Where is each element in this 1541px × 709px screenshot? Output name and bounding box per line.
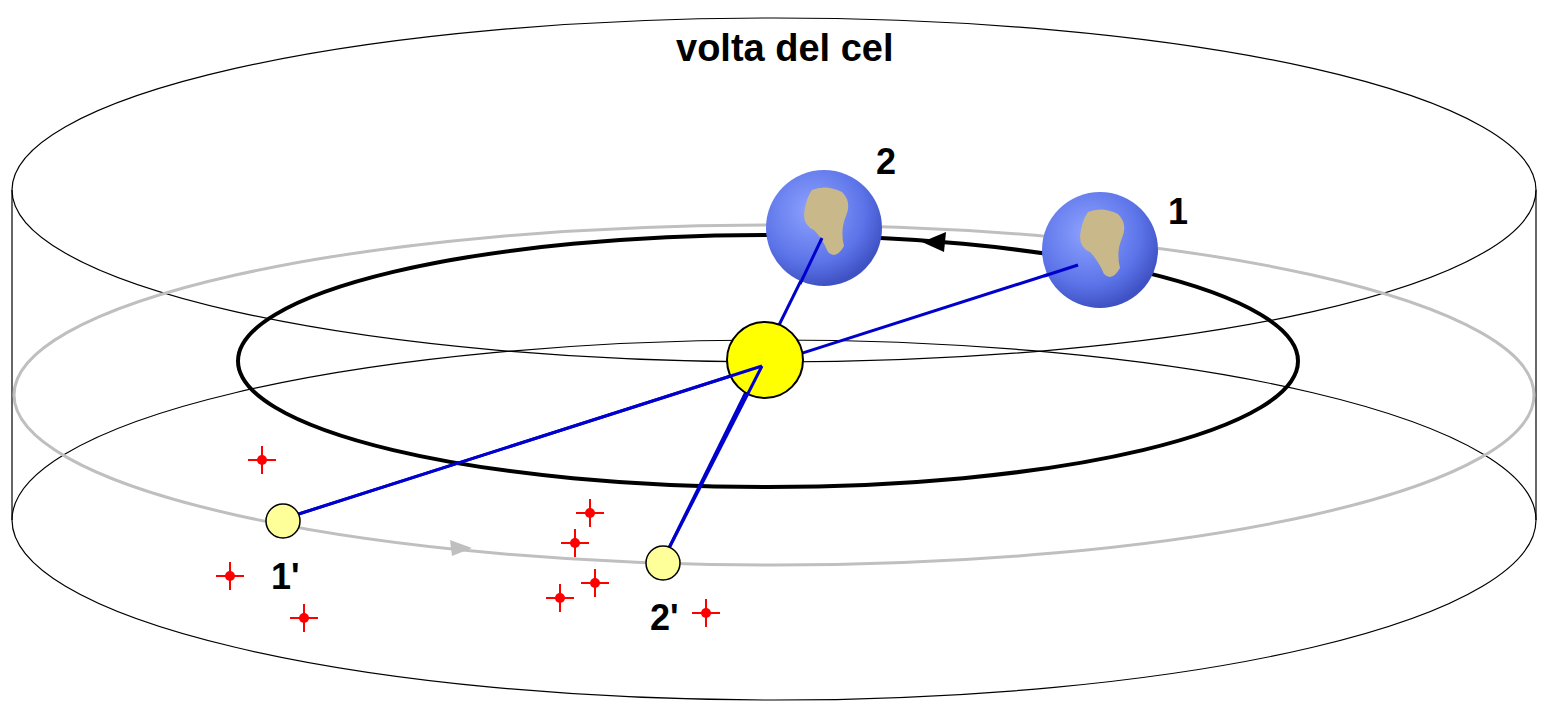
sight-line <box>662 366 762 562</box>
vault-side <box>11 190 12 520</box>
continent <box>804 187 848 254</box>
vault-top <box>12 18 1536 362</box>
vault-side <box>1535 190 1536 520</box>
earth <box>1042 192 1158 308</box>
callout-number: 2 <box>876 144 896 180</box>
apparent-sun <box>266 504 300 538</box>
callout-number: 1' <box>271 559 300 595</box>
sight-line <box>283 366 762 519</box>
sight-line <box>283 265 1078 519</box>
sight-line <box>1044 265 1078 276</box>
orbit-arrow <box>922 232 946 252</box>
callout-number: 2' <box>650 600 679 636</box>
sun <box>727 322 803 398</box>
sight-line <box>800 238 822 284</box>
vault-title: volta del cel <box>676 29 894 67</box>
earth <box>766 170 882 286</box>
callout-number: 1 <box>1168 194 1188 230</box>
ecliptic-arrow <box>450 540 472 556</box>
continent <box>1080 209 1124 276</box>
ecliptic-path <box>14 225 1534 565</box>
sight-line <box>662 238 822 562</box>
apparent-sun <box>646 546 680 580</box>
